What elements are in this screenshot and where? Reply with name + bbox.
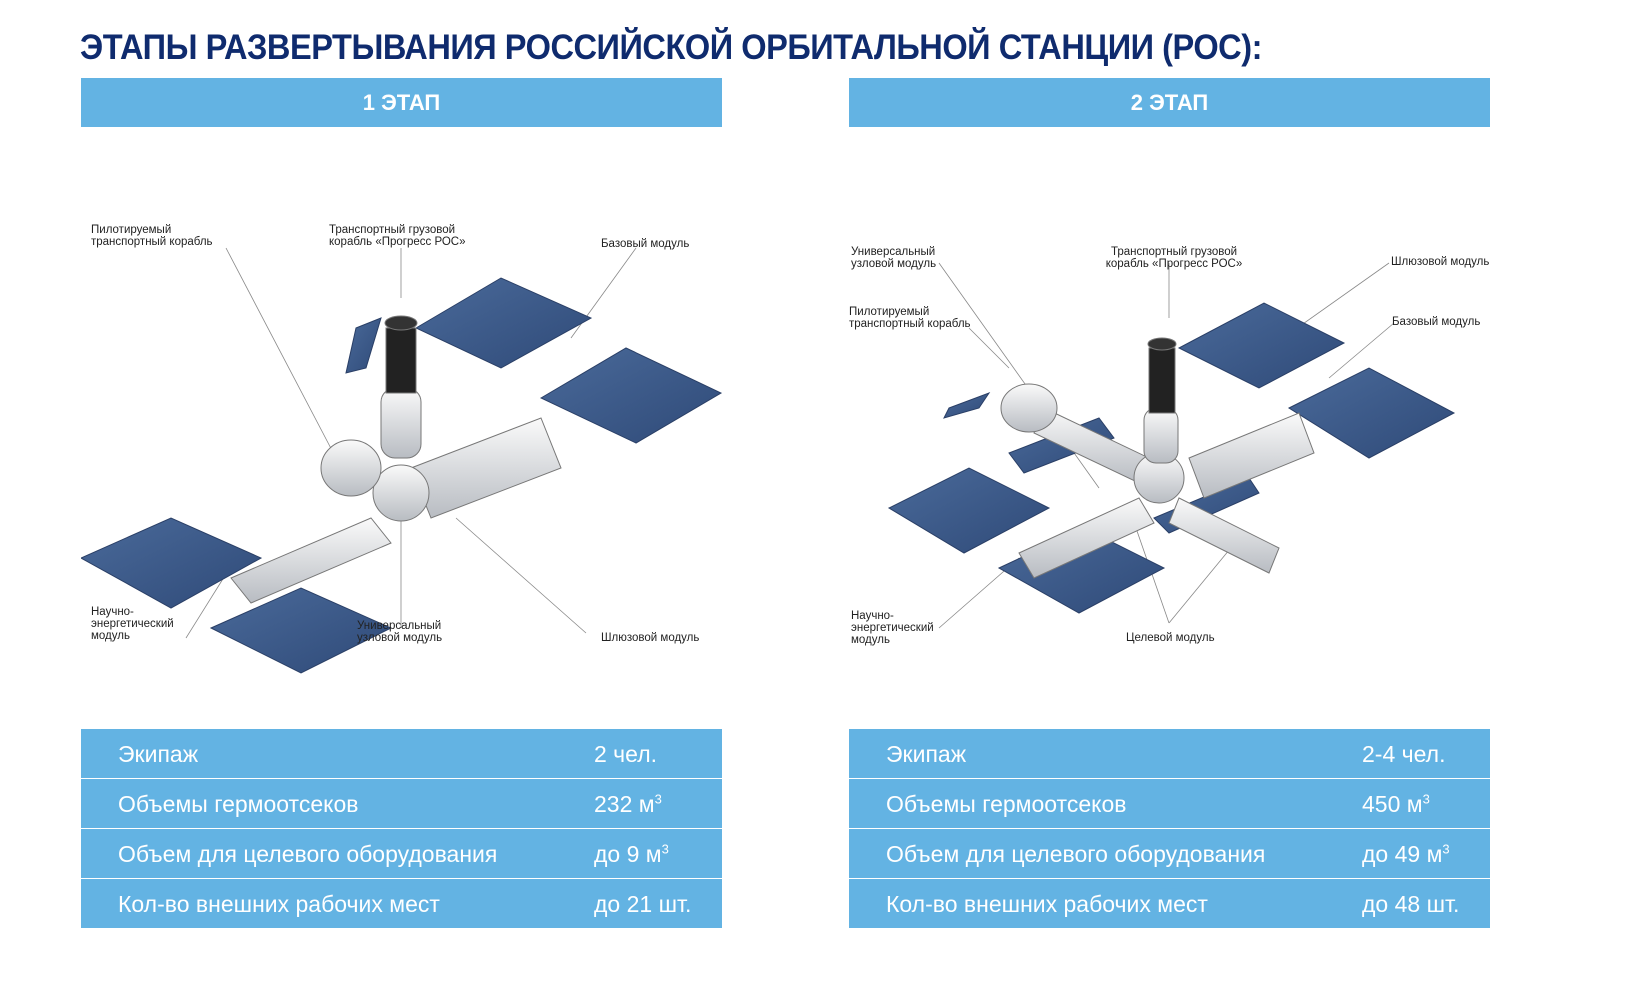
spec-row: Объем для целевого оборудования до 49 м3 — [849, 829, 1490, 878]
spec-value: до 49 м3 — [1362, 841, 1450, 867]
stage-header: 1 ЭТАП — [81, 78, 722, 127]
spec-row: Объемы гермоотсеков 450 м3 — [849, 779, 1490, 828]
label-base-module: Базовый модуль — [1392, 316, 1481, 328]
label-node-module: Универсальный узловой модуль — [357, 620, 443, 644]
label-airlock: Шлюзовой модуль — [1391, 256, 1490, 268]
spec-value: 450 м3 — [1362, 791, 1430, 817]
stage-1-specs-table: Экипаж 2 чел. Объемы гермоотсеков 232 м3 О… — [81, 729, 722, 929]
spec-label: Объемы гермоотсеков — [118, 791, 359, 817]
label-base-module: Базовый модуль — [601, 238, 690, 250]
station-modules — [1000, 337, 1315, 579]
label-crew-ship: Пилотируемый транспортный корабль — [91, 224, 213, 248]
spec-row: Кол-во внешних рабочих мест до 21 шт. — [81, 879, 722, 928]
stage-1: 1 ЭТАП — [81, 78, 723, 928]
spec-row: Объемы гермоотсеков 232 м3 — [81, 779, 722, 828]
spec-value: 2-4 чел. — [1362, 741, 1446, 767]
spec-label: Кол-во внешних рабочих мест — [118, 891, 440, 917]
stage-2: 2 ЭТАП — [849, 78, 1490, 928]
spec-value: до 9 м3 — [594, 841, 669, 867]
stage-header: 2 ЭТАП — [849, 78, 1490, 127]
label-nem: Научно-энергетический модуль — [851, 610, 934, 646]
page-title: ЭТАПЫ РАЗВЕРТЫВАНИЯ РОССИЙСКОЙ ОРБИТАЛЬН… — [80, 28, 1262, 67]
stage-2-specs-table: Экипаж 2-4 чел. Объемы гермоотсеков 450 м3… — [849, 729, 1490, 929]
station-illustration — [887, 262, 1456, 629]
solar-panel — [81, 277, 723, 674]
label-airlock: Шлюзовой модуль — [601, 632, 700, 644]
label-target-module: Целевой модуль — [1126, 632, 1215, 644]
label-node-module: Универсальный узловой модуль — [851, 246, 937, 270]
spec-value: 2 чел. — [594, 741, 658, 767]
spec-label: Кол-во внешних рабочих мест — [886, 891, 1208, 917]
station-illustration — [81, 247, 723, 674]
station-diagram-stage-1: Пилотируемый транспортный корабль Трансп… — [81, 218, 741, 758]
spec-label: Объем для целевого оборудования — [118, 841, 498, 867]
spec-value: 232 м3 — [594, 791, 662, 817]
label-progress: Транспортный грузовой корабль «Прогресс … — [329, 224, 466, 248]
spec-row: Экипаж 2 чел. — [81, 729, 722, 778]
spec-row: Кол-во внешних рабочих мест до 48 шт. — [849, 879, 1490, 928]
label-progress: Транспортный грузовой корабль «Прогресс … — [1105, 246, 1243, 270]
spec-label: Экипаж — [118, 741, 199, 767]
spec-value: до 21 шт. — [594, 891, 692, 917]
spec-label: Экипаж — [886, 741, 967, 767]
spec-label: Объемы гермоотсеков — [886, 791, 1127, 817]
spec-row: Объем для целевого оборудования до 9 м3 — [81, 829, 722, 878]
label-crew-ship: Пилотируемый транспортный корабль — [849, 306, 971, 330]
spec-row: Экипаж 2-4 чел. — [849, 729, 1490, 778]
spec-label: Объем для целевого оборудования — [886, 841, 1266, 867]
label-nem: Научно-энергетический модуль — [91, 606, 174, 642]
station-modules — [230, 315, 562, 604]
station-diagram-stage-2: Универсальный узловой модуль Транспортны… — [849, 218, 1509, 758]
spec-value: до 48 шт. — [1362, 891, 1460, 917]
